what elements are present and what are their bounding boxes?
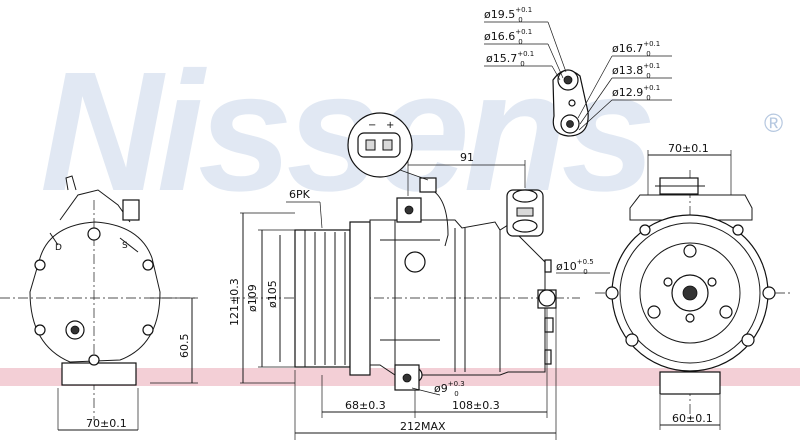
side-view: 121±0.3 ø109 ø105 6PK 91 ø10+0.5 0 ø9+0.…: [228, 151, 610, 440]
tolerance-lower: 0: [518, 16, 522, 24]
rear-view: 70±0.1 60.5 D S: [0, 175, 198, 431]
dia-109-dim: ø109: [246, 284, 259, 312]
registered-mark: ®: [764, 108, 783, 138]
len-212-dim: 212MAX: [400, 420, 446, 433]
tolerance-lower: 0: [583, 268, 587, 276]
left-height-dim: 60.5: [178, 334, 191, 359]
left-width-dim: 70±0.1: [86, 417, 127, 430]
tolerance-lower: 0: [646, 72, 650, 80]
right-60-dim: 60±0.1: [672, 412, 713, 425]
plug-detail: − +: [347, 112, 429, 181]
mount-10-dim: ø10+0.5 0: [556, 254, 597, 276]
height-121-dim: 121±0.3: [228, 278, 241, 326]
tolerance-lower: 0: [646, 50, 650, 58]
mount-9-dim: ø9+0.3 0: [434, 376, 468, 398]
label-d: D: [55, 243, 62, 253]
tolerance-lower: 0: [454, 390, 458, 398]
front-view: 70±0.1 60±0.1: [595, 142, 790, 430]
label-s: S: [122, 241, 128, 251]
plug-minus: −: [368, 120, 376, 131]
tolerance-lower: 0: [520, 60, 524, 68]
right-width-dim: 70±0.1: [668, 142, 709, 155]
dim-91: 91: [460, 151, 474, 164]
tolerance-lower: 0: [518, 38, 522, 46]
plug-plus: +: [386, 120, 394, 131]
len-68-dim: 68±0.3: [345, 399, 386, 412]
dia-105-dim: ø105: [266, 280, 279, 308]
tolerance-lower: 0: [646, 94, 650, 102]
len-108-dim: 108±0.3: [452, 399, 500, 412]
belt-6pk: 6PK: [289, 188, 311, 201]
